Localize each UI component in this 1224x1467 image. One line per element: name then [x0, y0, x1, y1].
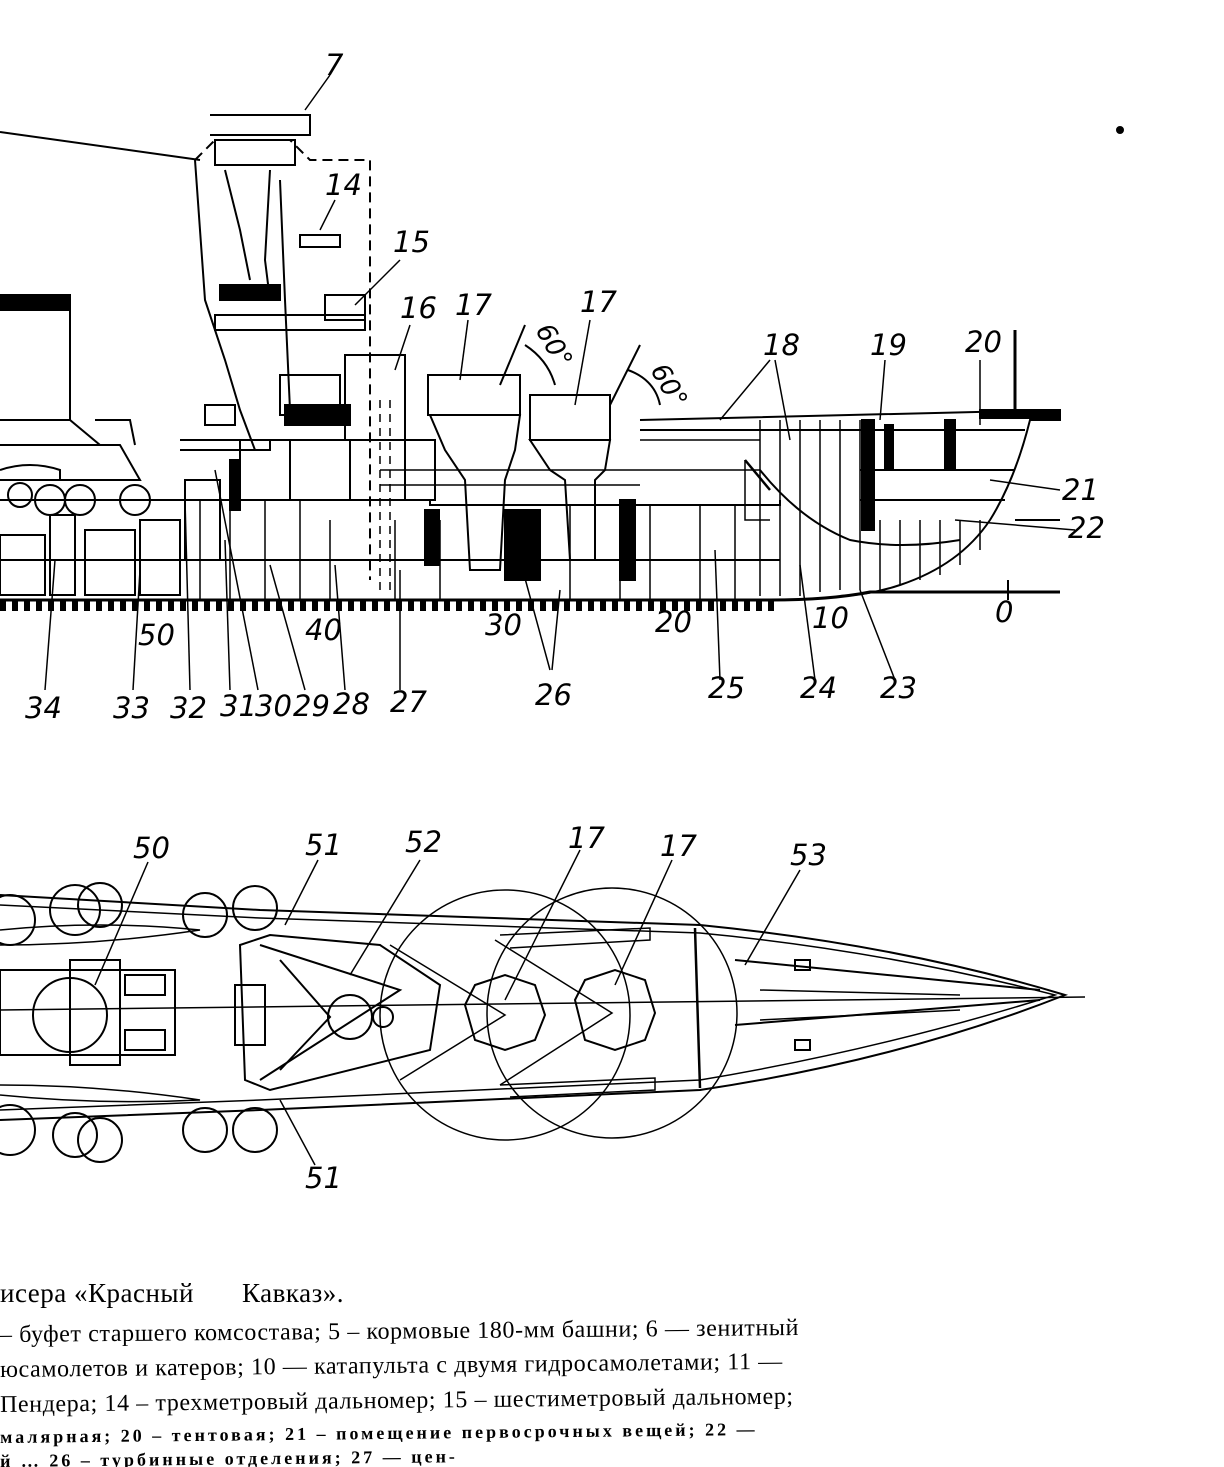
profile-label: 28: [333, 687, 370, 721]
profile-label: 33: [113, 691, 150, 725]
figure-caption: исера «Красный Кавказ».: [0, 1278, 1224, 1309]
profile-label: 17: [455, 288, 492, 322]
profile-label: 21: [1062, 473, 1099, 507]
profile-label: 50: [138, 618, 175, 652]
figure-legend: – буфет старшего комсостава; 5 – кормовы…: [0, 1318, 1224, 1467]
profile-label: 30: [485, 608, 522, 642]
caption-part1: исера «Красный: [0, 1278, 194, 1308]
profile-label: 15: [393, 225, 430, 259]
profile-label: 24: [800, 671, 837, 705]
plan-label: 17: [568, 821, 605, 855]
profile-label: 29: [293, 689, 330, 723]
profile-label: 27: [390, 685, 427, 719]
plan-label: 50: [133, 831, 170, 865]
profile-label: 30: [255, 689, 292, 723]
plan-label: 53: [790, 838, 827, 872]
profile-label: 34: [25, 691, 62, 725]
profile-label: 14: [325, 168, 362, 202]
plan-label: 51: [305, 1161, 342, 1195]
angle-label: 60°: [529, 319, 578, 374]
profile-label: 18: [763, 328, 800, 362]
profile-label: 23: [880, 671, 917, 705]
plan-label: 51: [305, 828, 342, 862]
profile-view: [0, 74, 1076, 691]
plan-label-group: 50 51 52 17 17 53 51: [133, 821, 827, 1195]
plan-view: [0, 849, 1086, 1166]
profile-label: 19: [870, 328, 907, 362]
caption-part2: Кавказ».: [242, 1278, 344, 1308]
profile-label: 10: [812, 601, 849, 635]
profile-label: 25: [708, 671, 745, 705]
profile-label: 40: [305, 613, 342, 647]
profile-label: 26: [535, 678, 572, 712]
plan-label: 52: [405, 825, 442, 859]
profile-label: 17: [580, 285, 617, 319]
profile-label: 20: [655, 605, 692, 639]
profile-label: 7: [325, 48, 344, 82]
profile-label: 20: [965, 325, 1002, 359]
profile-label: 32: [170, 691, 207, 725]
profile-label: 22: [1068, 511, 1105, 545]
profile-label: 16: [400, 291, 437, 325]
plan-label: 17: [660, 829, 697, 863]
angle-label: 60°: [644, 359, 693, 414]
profile-label: 0: [995, 595, 1013, 629]
profile-label: 31: [220, 689, 257, 723]
profile-label-group: 7 14 15 16 17 17 18 19 20 21 22 50 40 30 20 10 0 34 33 32 31…: [25, 48, 1105, 725]
